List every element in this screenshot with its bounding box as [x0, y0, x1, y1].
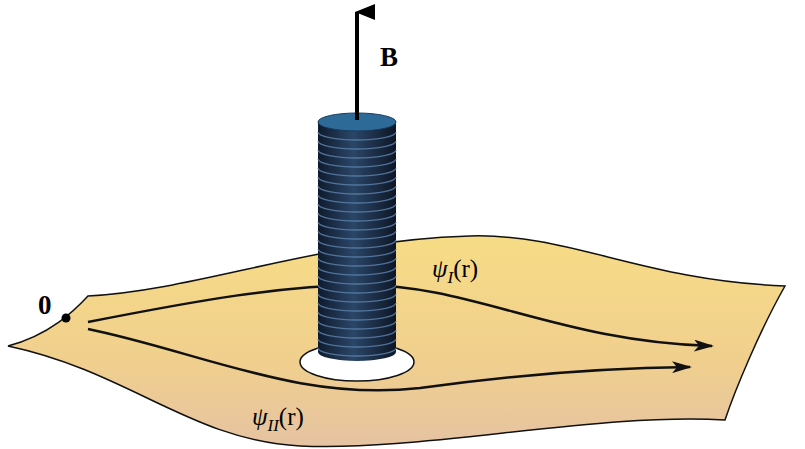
field-label: B — [380, 44, 398, 71]
coil-winding — [318, 177, 396, 185]
origin-label: 0 — [38, 292, 52, 319]
coil-winding — [318, 204, 396, 212]
coil-winding — [318, 150, 396, 158]
coil-winding — [318, 222, 396, 230]
coil-winding — [318, 312, 396, 320]
coil-winding — [318, 249, 396, 257]
coil-winding — [318, 141, 396, 149]
wavefunction-label: ψII(r) — [252, 404, 304, 434]
coil-winding — [318, 132, 396, 140]
coil-winding — [318, 285, 396, 293]
path-two — [88, 329, 690, 390]
coil-winding — [318, 276, 396, 284]
coil-winding — [318, 294, 396, 302]
field-arrow — [355, 12, 359, 120]
coil-winding — [318, 231, 396, 239]
coil-winding — [318, 321, 396, 329]
coil-winding — [318, 195, 396, 203]
origin-dot — [62, 314, 71, 323]
coil-winding — [318, 339, 396, 347]
coil-winding — [318, 267, 396, 275]
coil-winding — [318, 330, 396, 338]
wavefunction-label: ψI(r) — [432, 256, 478, 286]
coil-winding — [318, 348, 396, 356]
coil-winding — [318, 240, 396, 248]
coil-winding — [318, 159, 396, 167]
coil-winding — [318, 186, 396, 194]
surface-sheet — [8, 236, 785, 447]
coil-winding — [318, 258, 396, 266]
coil-winding — [318, 303, 396, 311]
solenoid — [318, 113, 396, 361]
coil-winding — [318, 213, 396, 221]
coil-winding — [318, 168, 396, 176]
path-one — [88, 285, 712, 346]
